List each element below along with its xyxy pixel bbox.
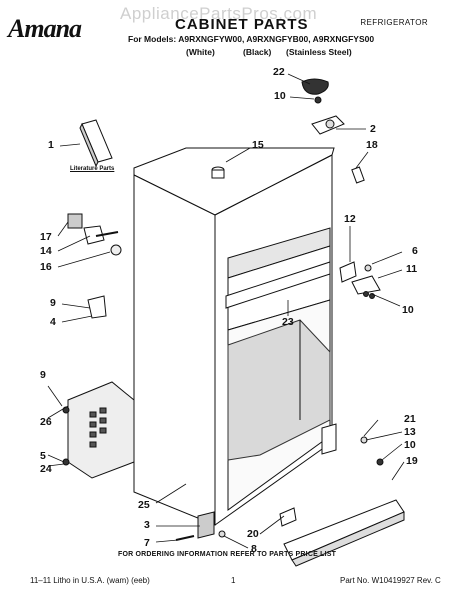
callout-25: 25 (138, 499, 150, 511)
top-hinge-parts (301, 78, 365, 184)
callout-13: 13 (404, 426, 416, 438)
callout-20: 20 (247, 528, 259, 540)
callout-10-top: 10 (274, 90, 286, 102)
watermark: AppliancePartsPros.com (120, 4, 318, 23)
toe-grille (279, 499, 405, 567)
part-number: Part No. W10419927 Rev. C (340, 576, 441, 585)
callout-2: 2 (370, 123, 376, 135)
callout-15: 15 (252, 139, 264, 151)
callout-5: 5 (40, 450, 46, 462)
footer-litho: 11–11 Litho in U.S.A. (wam) (eeb) (30, 576, 150, 585)
literature-parts-label: Literature Parts (70, 166, 115, 172)
callout-9-upper: 9 (50, 297, 56, 309)
callout-18: 18 (366, 139, 378, 151)
callout-26: 26 (40, 416, 52, 428)
rear-panel (67, 381, 135, 479)
ordering-info: FOR ORDERING INFORMATION REFER TO PARTS … (118, 551, 337, 558)
callout-19: 19 (406, 455, 418, 467)
color-label-white: (White) (186, 47, 215, 57)
callout-4: 4 (50, 316, 56, 328)
page-number: 1 (231, 576, 236, 585)
cabinet-body (133, 147, 335, 526)
callout-24: 24 (40, 463, 52, 475)
callout-8: 8 (251, 543, 257, 555)
literature-booklet (79, 119, 113, 168)
callout-7: 7 (144, 537, 150, 549)
brand-logo: Amana (8, 14, 82, 43)
color-label-stainless: (Stainless Steel) (286, 47, 352, 57)
lower-hinge-parts (175, 511, 226, 541)
left-small-parts (62, 213, 122, 466)
callout-9-lower: 9 (40, 369, 46, 381)
callout-12: 12 (344, 213, 356, 225)
callout-14: 14 (40, 245, 52, 257)
right-hinge-parts (321, 261, 384, 466)
callout-16: 16 (40, 261, 52, 273)
callout-6: 6 (412, 245, 418, 257)
callout-23: 23 (282, 316, 294, 328)
callout-22: 22 (273, 66, 285, 78)
callout-10-lower: 10 (404, 439, 416, 451)
document-type: REFRIGERATOR (360, 18, 428, 27)
page-title: CABINET PARTS (175, 16, 309, 33)
callout-11: 11 (406, 263, 418, 275)
leader-lines (47, 73, 405, 549)
models-line: For Models: A9RXNGFYW00, A9RXNGFYB00, A9… (128, 34, 375, 44)
callout-3: 3 (144, 519, 150, 531)
callout-10-right: 10 (402, 304, 414, 316)
callout-21: 21 (404, 413, 416, 425)
callout-1: 1 (48, 139, 54, 151)
callout-17: 17 (40, 231, 52, 243)
color-label-black: (Black) (243, 47, 272, 57)
